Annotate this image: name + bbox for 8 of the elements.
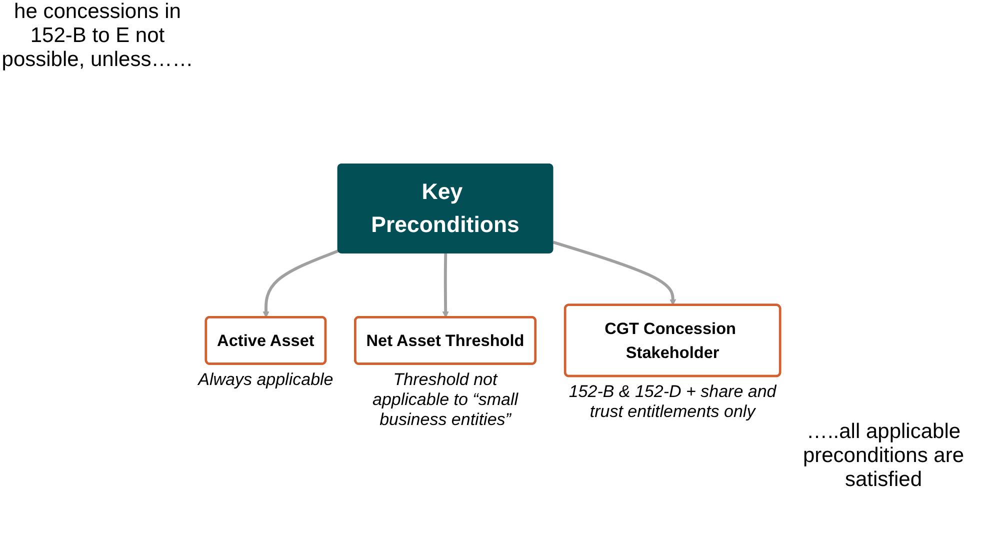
note-text: …..all applicable preconditions are satisfied: [802, 420, 966, 492]
note-text: 152-B & 152-D + share and trust entitlements only: [568, 382, 778, 422]
arrow: [552, 240, 676, 306]
note-text: he concessions in 152-B to E not possible, unless……: [0, 0, 194, 72]
arrow: [262, 250, 339, 318]
note-text: Always applicable: [196, 370, 334, 390]
note-text: Threshold not applicable to “small business entities”: [372, 370, 520, 430]
arrow: [442, 253, 449, 318]
